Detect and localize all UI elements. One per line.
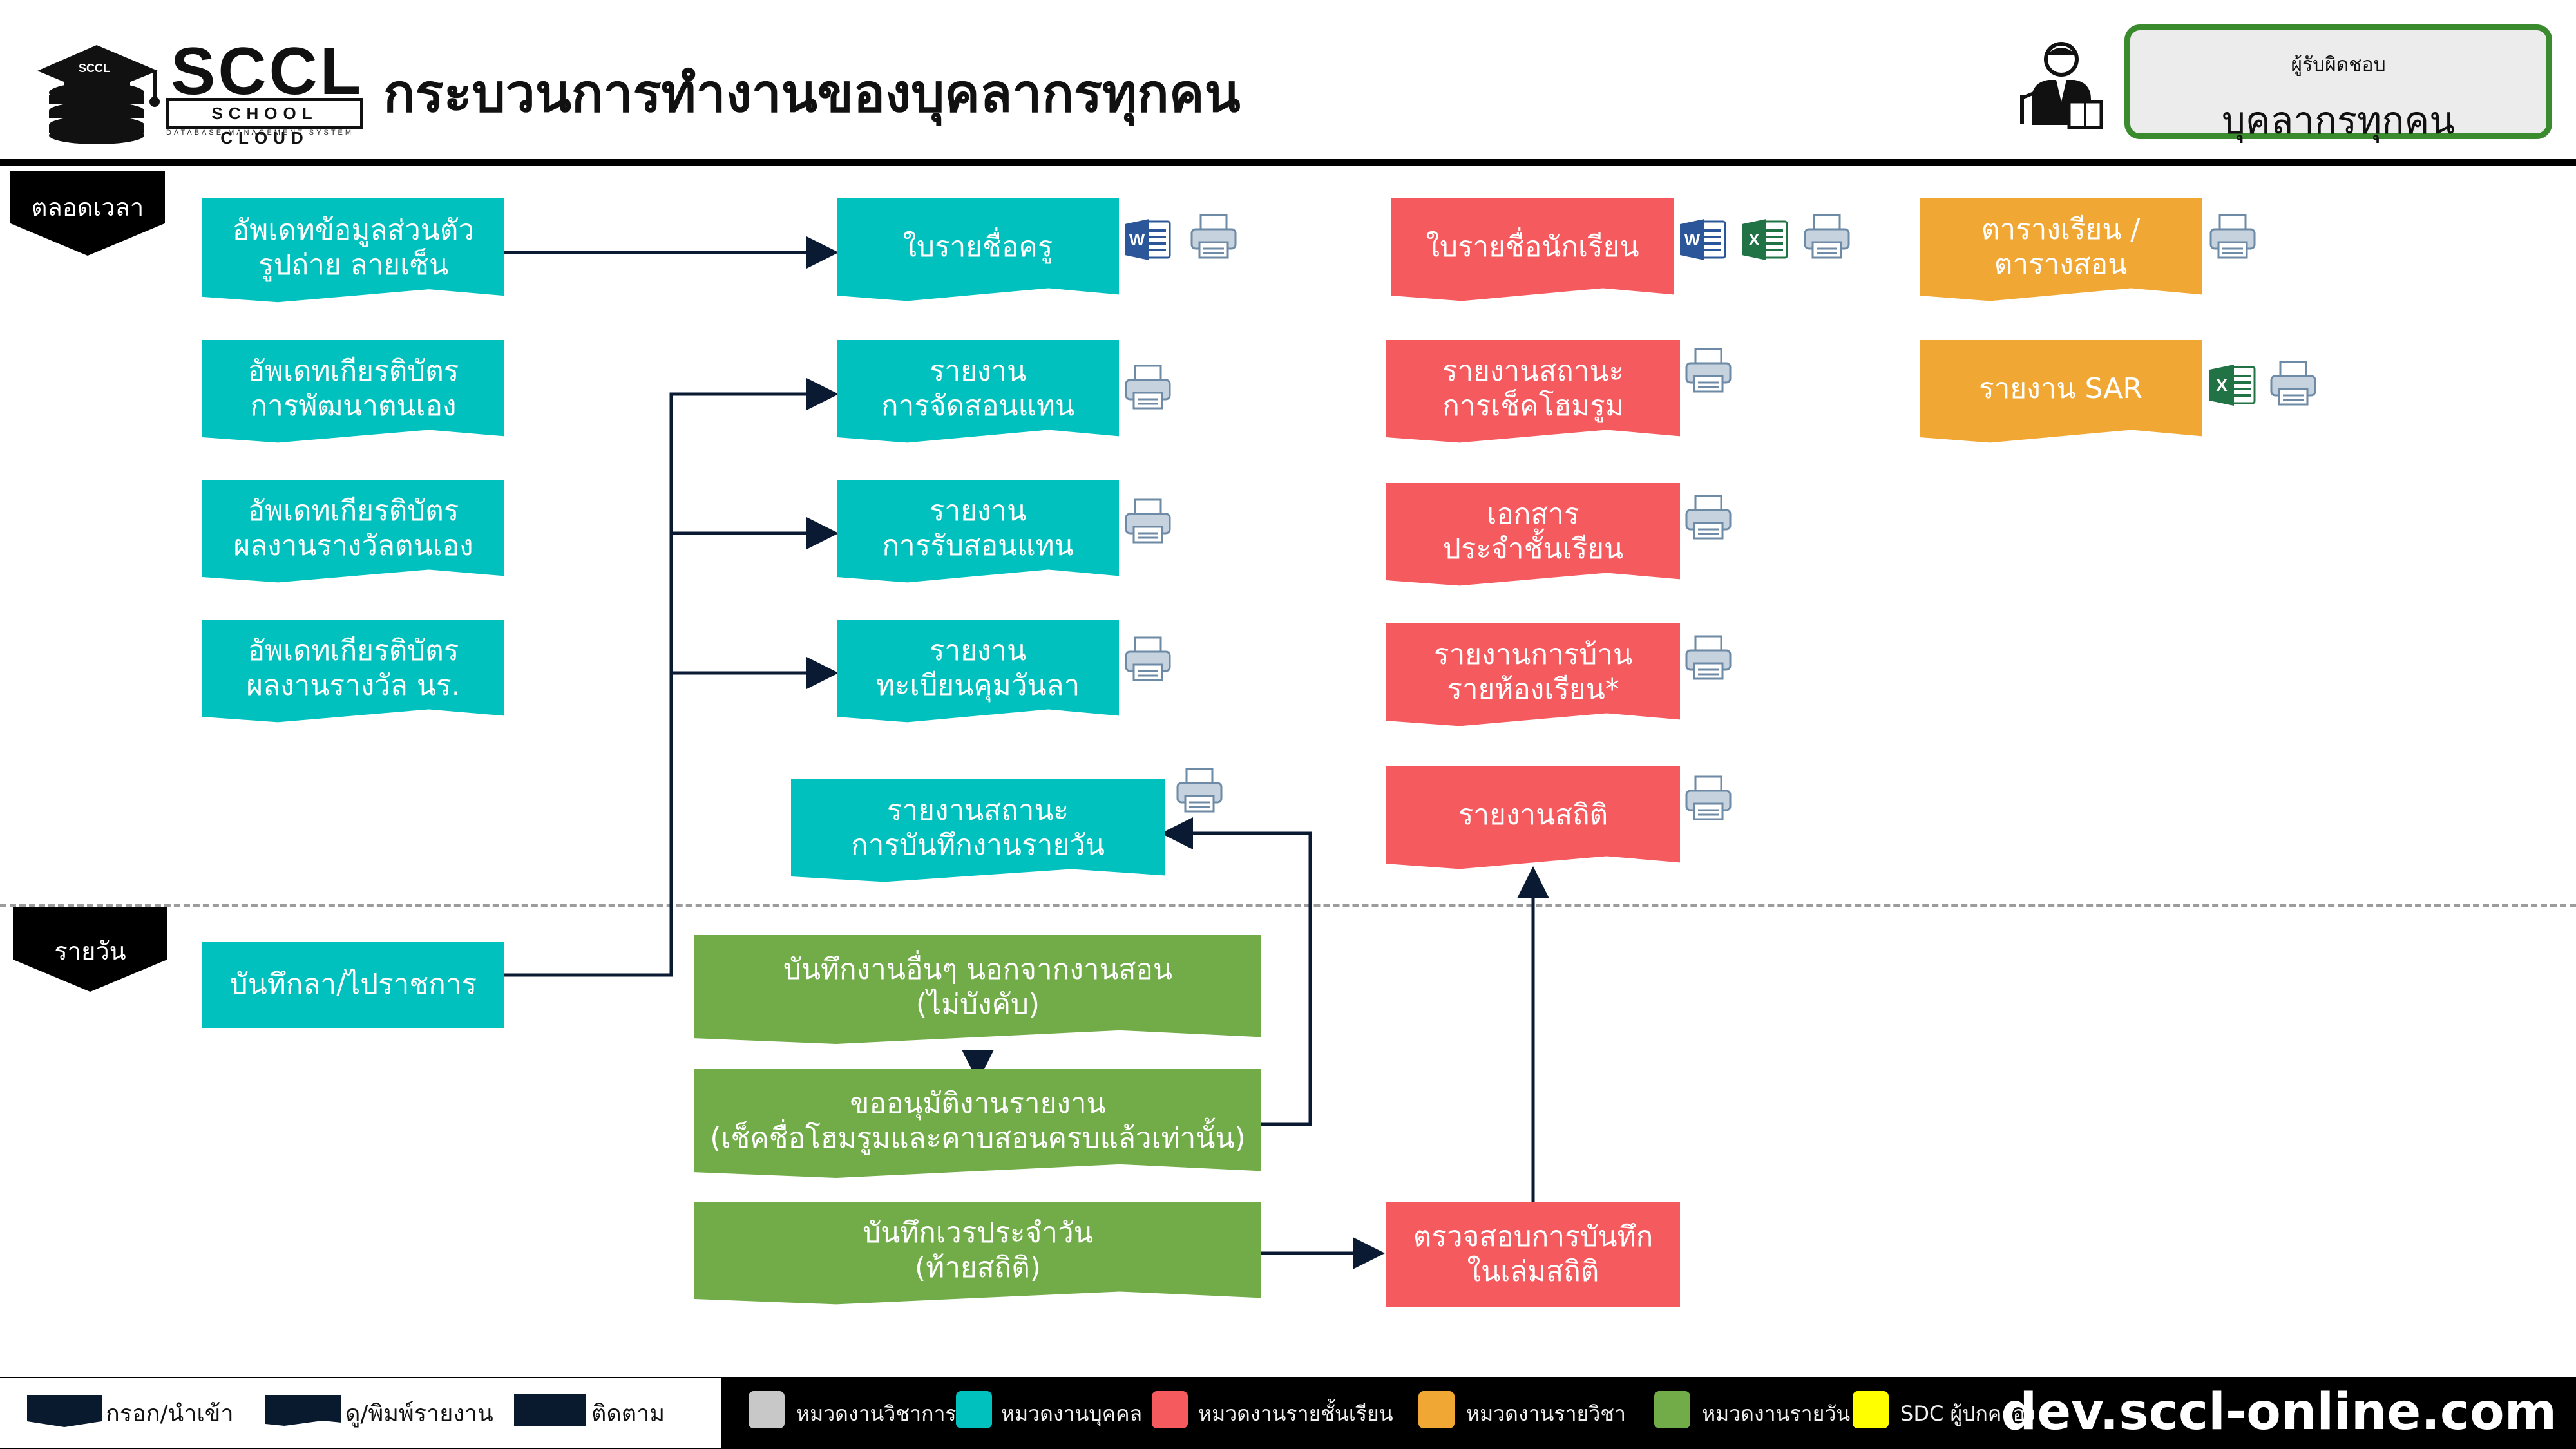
student-list-report: ใบรายชื่อนักเรียน [1391,198,1674,301]
update-cert-student-box: อัพเดทเกียรติบัตร ผลงานรางวัล นร. [202,620,504,723]
record-other-work-box: บันทึกงานอื่นๆ นอกจากงานสอน (ไม่บังคับ) [694,935,1261,1044]
printer-icon[interactable] [1123,634,1172,683]
category-label-personnel: หมวดงานบุคคล [1001,1401,1143,1426]
printer-icon[interactable] [1684,345,1733,394]
category-label-academic: หมวดงานวิชาการ [796,1401,957,1426]
request-approval-box: ขออนุมัติงานรายงาน (เช็คชื่อโฮมรูมและคาบ… [694,1069,1261,1178]
header-divider [0,159,2576,166]
responsible-label: ผู้รับผิดชอบ [2291,53,2386,76]
svg-text:W: W [1129,230,1145,249]
arrow-approval-to-daily-status [1161,817,1312,1126]
responsible-value: บุคลากรทุกคน [2222,99,2455,142]
statistics-report: รายงานสถิติ [1386,766,1680,869]
homework-report: รายงานการบ้าน รายห้องเรียน* [1386,623,1680,726]
class-docs-report: เอกสาร ประจำชั้นเรียน [1386,483,1680,586]
logo-tagline: SCHOOL CLOUD [166,98,363,147]
section-divider [0,904,2576,907]
category-swatch-subject [1418,1391,1455,1428]
teacher-list-report: ใบรายชื่อครู [837,198,1119,301]
svg-text:X: X [2216,375,2228,395]
update-cert-dev-box: อัพเดทเกียรติบัตร การพัฒนาตนเอง [202,340,504,443]
printer-icon[interactable] [1189,211,1238,260]
record-leave-box: บันทึกลา/ไปราชการ [202,942,504,1028]
category-swatch-personnel [956,1391,992,1428]
svg-text:X: X [1748,230,1760,249]
printer-icon[interactable] [1684,773,1733,822]
daily-log-status-report: รายงานสถานะ การบันทึกงานรายวัน [791,779,1165,882]
logo-database-icon [37,45,160,144]
printer-icon[interactable] [1123,362,1172,411]
homeroom-status-report: รายงานสถานะ การเช็คโฮมรูม [1386,340,1680,443]
logo-name: SCCL [171,34,364,109]
category-swatch-academic [749,1391,785,1428]
category-swatch-classroom [1152,1391,1188,1428]
legend-input-label: กรอก/นำเข้า [106,1401,234,1427]
svg-text:W: W [1684,230,1701,249]
legend-view-swatch [265,1395,341,1426]
logo-badge-text: SCCL [79,62,110,75]
arrow-leave-to-substitute-arrange [504,378,839,977]
substitute-receive-report: รายงาน การรับสอนแทน [837,480,1119,583]
responsible-box: ผู้รับผิดชอบ บุคลากรทุกคน [2124,24,2552,142]
printer-icon[interactable] [1684,492,1733,541]
teacher-icon [2020,42,2103,129]
site-url: dev.sccl-online.com [2001,1383,2557,1441]
page-title: กระบวนการทำงานของบุคลากรทุกคน [383,63,1241,124]
category-label-sdc: SDC ผู้ปกครอง [1900,1401,2036,1426]
sccl-logo: SCCL [26,31,367,147]
category-label-classroom: หมวดงานรายชั้นเรียน [1198,1401,1393,1426]
category-label-daily: หมวดงานรายวัน [1702,1401,1851,1426]
printer-icon[interactable] [1802,211,1851,260]
printer-icon[interactable] [2208,211,2257,260]
category-label-subject: หมวดงานรายวิชา [1466,1401,1626,1426]
printer-icon[interactable] [1123,496,1172,545]
excel-icon[interactable]: X [2208,361,2257,410]
check-stat-book-box: ตรวจสอบการบันทึก ในเล่มสถิติ [1386,1202,1680,1307]
printer-icon[interactable] [1684,632,1733,681]
record-duty-box: บันทึกเวรประจำวัน (ท้ายสถิติ) [694,1202,1261,1305]
legend-view-label: ดู/พิมพ์รายงาน [345,1401,493,1427]
sar-report: รายงาน SAR [1920,340,2202,443]
word-icon[interactable]: W [1123,215,1172,264]
logo-subtitle: DATABASE MANAGEMENT SYSTEM [166,129,354,137]
leave-register-report: รายงาน ทะเบียนคุมวันลา [837,620,1119,723]
legend-key-panel [0,1378,721,1448]
update-cert-award-box: อัพเดทเกียรติบัตร ผลงานรางวัลตนเอง [202,480,504,583]
legend-track-swatch [514,1394,586,1426]
printer-icon[interactable] [2269,358,2318,407]
legend-track-label: ติดตาม [591,1401,665,1427]
update-profile-box: อัพเดทข้อมูลส่วนตัว รูปถ่าย ลายเซ็น [202,198,504,303]
substitute-arrange-report: รายงาน การจัดสอนแทน [837,340,1119,443]
legend-input-swatch [27,1395,102,1427]
printer-icon[interactable] [1175,765,1224,814]
excel-icon[interactable]: X [1741,215,1789,264]
word-icon[interactable]: W [1679,215,1728,264]
category-swatch-sdc [1853,1391,1889,1428]
timetable-report: ตารางเรียน / ตารางสอน [1920,198,2202,301]
category-swatch-daily [1654,1391,1690,1428]
